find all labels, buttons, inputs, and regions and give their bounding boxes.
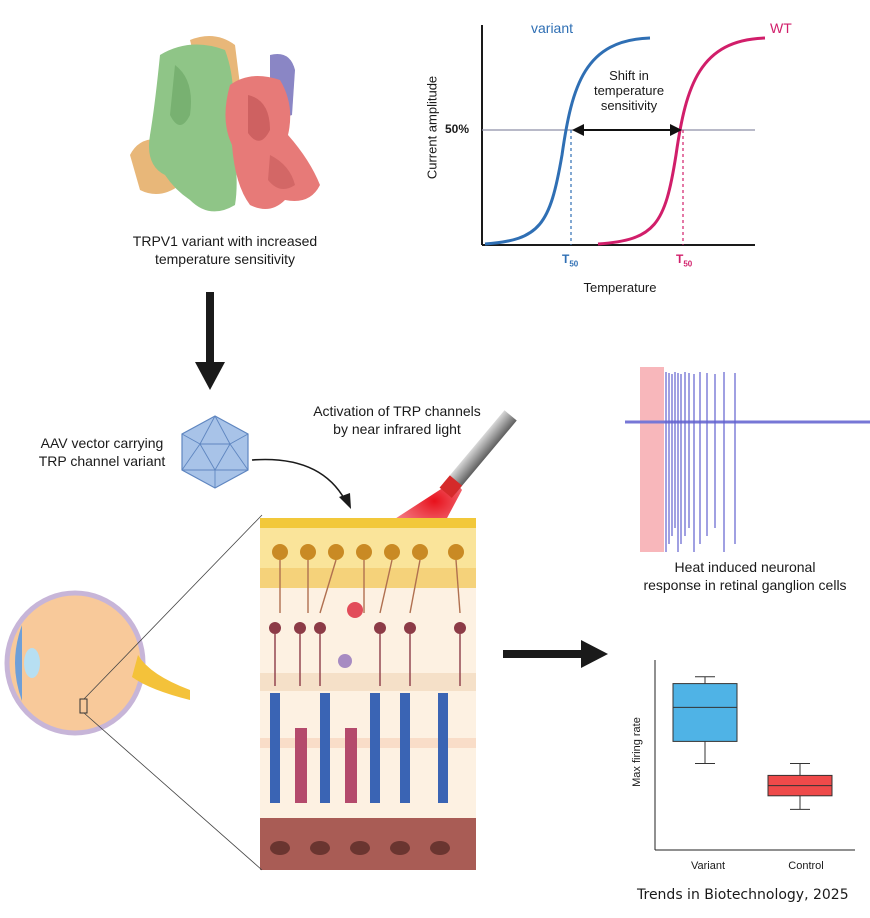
shift-label-line3: sensitivity bbox=[600, 98, 658, 113]
y-tick-50: 50% bbox=[445, 122, 470, 136]
firing-rate-box-plot bbox=[654, 660, 855, 851]
shift-label-line2: temperature bbox=[593, 83, 665, 98]
down-arrow-icon bbox=[195, 292, 225, 390]
aav-label-line2: TRP channel variant bbox=[38, 453, 166, 469]
t50-variant: T50 bbox=[562, 252, 578, 268]
box-plot-y-label: Max firing rate bbox=[631, 717, 643, 787]
t50-wt: T50 bbox=[676, 252, 692, 268]
retina-layers-illustration bbox=[260, 518, 476, 870]
citation-footer: Trends in Biotechnology, 2025 bbox=[637, 887, 849, 903]
t50-variant-sub: 50 bbox=[569, 259, 579, 269]
activation-label-line2: by near infrared light bbox=[333, 421, 461, 437]
variant-label: variant bbox=[531, 20, 574, 36]
aav-label-line1: AAV vector carrying bbox=[40, 435, 164, 451]
curved-arrow-icon bbox=[251, 458, 351, 509]
wt-label: WT bbox=[770, 20, 792, 36]
activation-label-line1: Activation of TRP channels bbox=[313, 403, 481, 419]
eye-illustration bbox=[4, 514, 263, 871]
temperature-response-plot bbox=[481, 25, 766, 246]
trace-caption-line1: Heat induced neuronal bbox=[674, 559, 816, 575]
trace-caption-line2: response in retinal ganglion cells bbox=[643, 577, 847, 593]
y-axis-label: Current amplitude bbox=[424, 75, 440, 180]
trpv1-protein-structure bbox=[130, 36, 320, 212]
neuronal-response-trace bbox=[625, 367, 870, 552]
protein-caption-line1: TRPV1 variant with increased bbox=[132, 233, 318, 249]
t50-wt-main: T bbox=[676, 252, 684, 266]
t50-variant-main: T bbox=[562, 252, 570, 266]
x-axis-label: Temperature bbox=[583, 280, 657, 295]
shift-label-line1: Shift in bbox=[609, 68, 649, 83]
aav-vector-icon bbox=[181, 415, 249, 489]
box-variant bbox=[672, 683, 738, 742]
protein-caption-line2: temperature sensitivity bbox=[154, 251, 296, 267]
box-category-control: Control bbox=[788, 860, 824, 872]
box-category-variant: Variant bbox=[690, 860, 726, 872]
t50-wt-sub: 50 bbox=[683, 259, 693, 269]
right-arrow-icon bbox=[503, 640, 608, 668]
